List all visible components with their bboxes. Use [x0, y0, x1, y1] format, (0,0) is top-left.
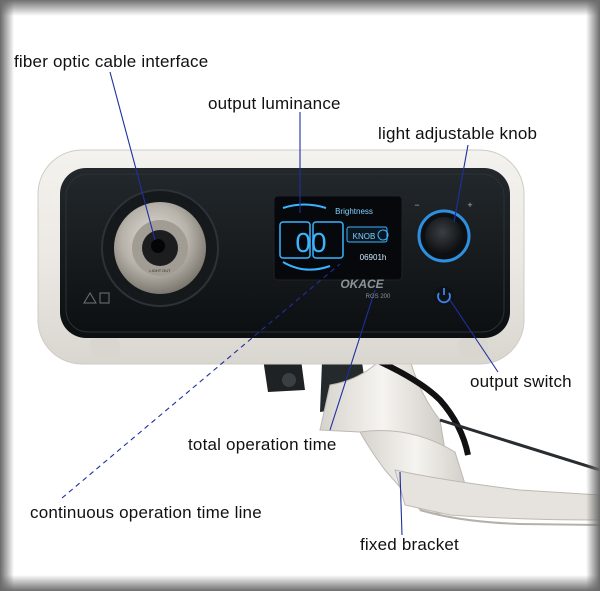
mode-badge: KNOB [353, 232, 376, 241]
label-continuous-operation-time-line: continuous operation time line [30, 503, 262, 522]
model-number: RGS 200 [366, 294, 391, 300]
power-button [434, 286, 454, 306]
label-output-luminance: output luminance [208, 94, 341, 113]
knob-minus-mark: − [414, 200, 419, 210]
label-fixed-bracket: fixed bracket [360, 535, 459, 554]
display-screen [273, 195, 403, 281]
light-knob [417, 209, 471, 263]
brightness-value: 00 [295, 227, 326, 258]
mount-bracket [262, 352, 600, 526]
label-total-operation-time: total operation time [188, 435, 337, 454]
brand-logo: OKACE [340, 277, 384, 291]
label-light-adjustable-knob: light adjustable knob [378, 124, 538, 143]
operation-hours: 06901h [360, 253, 387, 262]
warning-symbols [83, 292, 110, 304]
label-output-switch: output switch [470, 372, 572, 391]
knob-plus-mark: + [467, 200, 472, 210]
port-label: LIGHT OUT [149, 268, 171, 273]
fiber-optic-port [101, 189, 219, 307]
label-fiber-optic-cable-interface: fiber optic cable interface [14, 52, 209, 71]
screen-title: Brightness [335, 207, 373, 216]
callout-leaders [61, 71, 499, 536]
